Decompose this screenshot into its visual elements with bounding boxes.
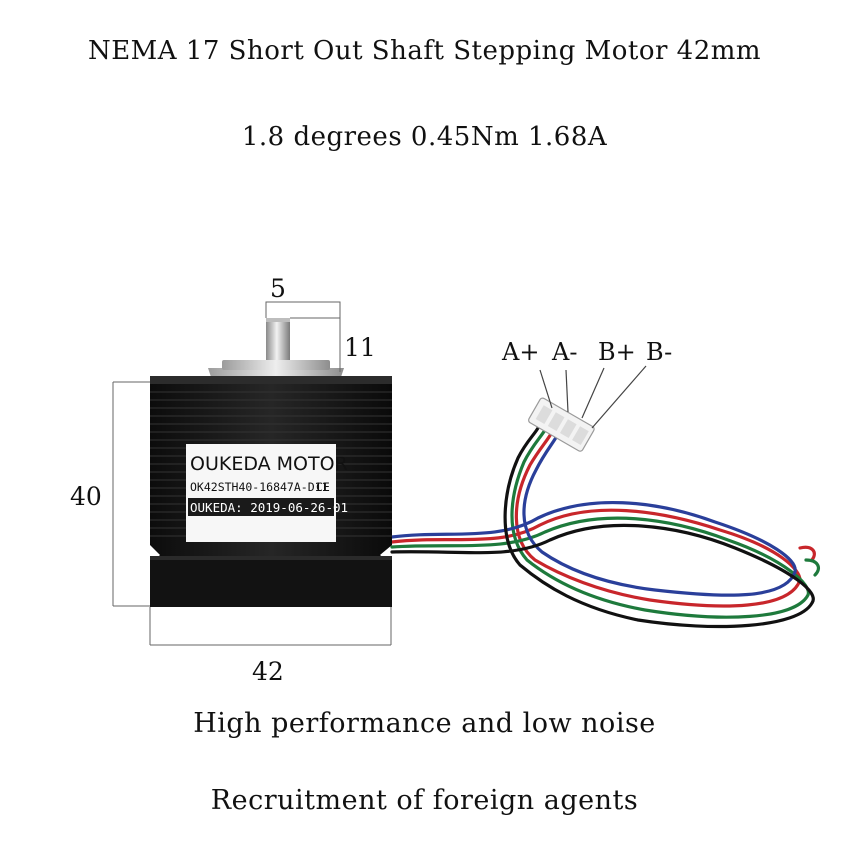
footer-note: Recruitment of foreign agents (210, 785, 639, 816)
dimension-lines (112, 301, 392, 646)
tagline: High performance and low noise (193, 708, 656, 739)
pin-label-b-minus: B- (646, 338, 672, 366)
label-ce-mark: CE (316, 480, 330, 494)
label-brand: OUKEDA MOTOR (190, 453, 348, 475)
wire-bundle (390, 426, 820, 629)
pin-label-b-plus: B+ (598, 338, 636, 366)
motor-label-sticker: OUKEDA MOTOR OK42STH40-16847A-D11 CE OUK… (186, 444, 348, 542)
pin-label-a-plus: A+ (501, 338, 539, 366)
label-date-line: OUKEDA: 2019-06-26-01 (190, 500, 348, 515)
pin-label-a-minus: A- (551, 338, 577, 366)
spec-line: 1.8 degrees 0.45Nm 1.68A (241, 122, 608, 152)
dimension-width: 42 (252, 657, 284, 686)
pin-leaders (539, 365, 647, 429)
dimension-height: 40 (70, 482, 102, 511)
dimension-shaft-length: 11 (344, 333, 376, 362)
product-title: NEMA 17 Short Out Shaft Stepping Motor 4… (87, 36, 762, 66)
label-model: OK42STH40-16847A-D11 (190, 480, 329, 494)
dimension-shaft-diameter: 5 (270, 274, 286, 303)
jst-connector (528, 397, 595, 452)
